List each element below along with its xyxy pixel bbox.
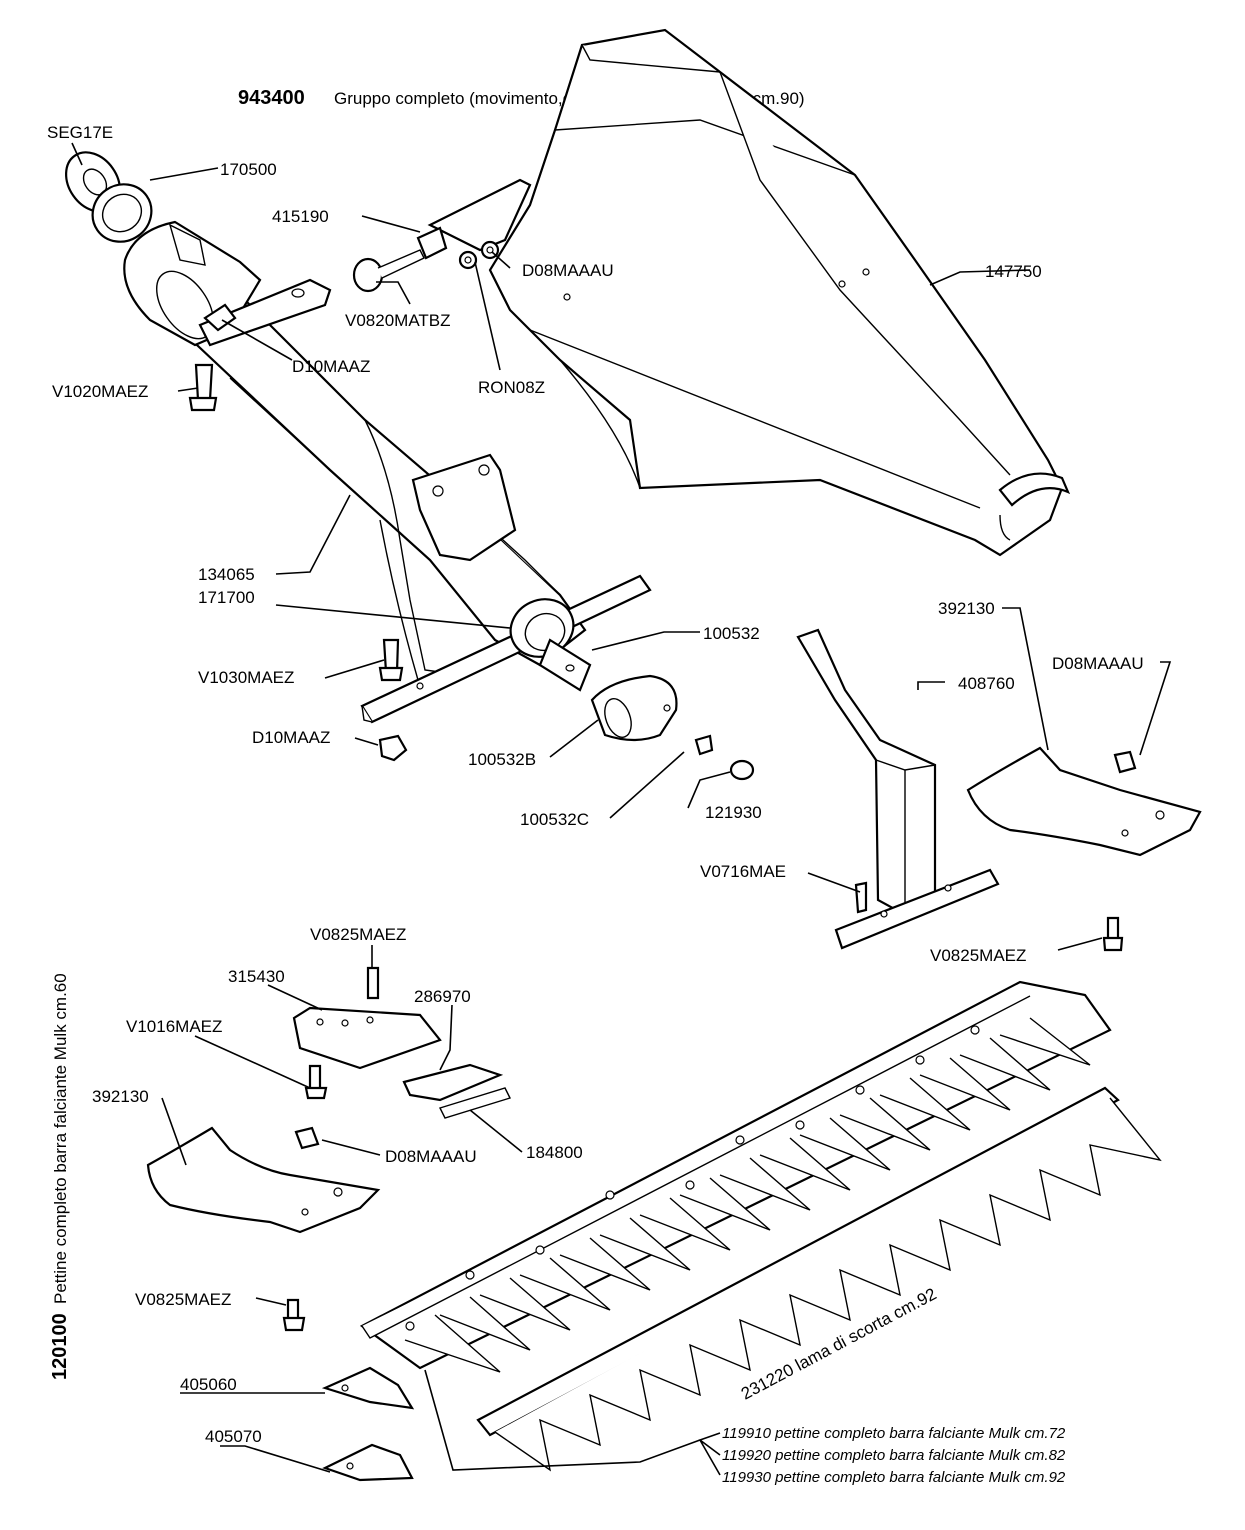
label-v0825maez-mid: V0825MAEZ bbox=[310, 925, 406, 944]
label-170500: 170500 bbox=[220, 160, 277, 179]
guard-405060-part bbox=[321, 1366, 415, 1410]
label-100532b: 100532B bbox=[468, 750, 536, 769]
comb-caption-82: 119920 pettine completo barra falciante … bbox=[722, 1447, 1066, 1464]
shoe-392130-left bbox=[146, 1126, 381, 1234]
nut-d08-left-part bbox=[294, 1126, 320, 1150]
label-d08maaau-left: D08MAAAU bbox=[385, 1147, 477, 1166]
nut-d10-bottom-part bbox=[378, 734, 408, 762]
bolt-v0825-left-part bbox=[282, 1298, 306, 1332]
bolt-v0825-mid-part bbox=[366, 966, 380, 1000]
label-v0820matbz: V0820MATBZ bbox=[345, 311, 451, 330]
label-405060: 405060 bbox=[180, 1375, 237, 1394]
label-100532: 100532 bbox=[703, 624, 760, 643]
plate-315430-part bbox=[292, 1006, 442, 1070]
bolt-v0716-part bbox=[854, 881, 868, 914]
label-v1020maez: V1020MAEZ bbox=[52, 382, 148, 401]
guard-405070-part bbox=[322, 1443, 414, 1482]
label-134065: 134065 bbox=[198, 565, 255, 584]
cap-100532b-part bbox=[590, 674, 678, 742]
label-ron08z: RON08Z bbox=[478, 378, 545, 397]
nut-d08-right-part bbox=[1113, 750, 1137, 774]
nut-d08-top-part bbox=[458, 240, 500, 270]
hood-cover-part bbox=[488, 28, 1071, 557]
output-shaft-part bbox=[509, 598, 592, 692]
bolt-v0825-right-part bbox=[1102, 916, 1124, 952]
label-286970: 286970 bbox=[414, 987, 471, 1006]
assembly-code: 943400 bbox=[238, 87, 305, 109]
label-d08maaau-right: D08MAAAU bbox=[1052, 654, 1144, 673]
side-caption: 120100 Pettine completo barra falciante … bbox=[49, 973, 71, 1380]
label-121930: 121930 bbox=[705, 803, 762, 822]
bolt-v0820-part bbox=[352, 226, 448, 293]
label-315430: 315430 bbox=[228, 967, 285, 986]
label-v0825maez-left: V0825MAEZ bbox=[135, 1290, 231, 1309]
label-408760: 408760 bbox=[958, 674, 1015, 693]
side-caption-text: Pettine completo barra falciante Mulk cm… bbox=[51, 973, 70, 1304]
leader-lines bbox=[71, 142, 1172, 1476]
nipple-100532c-part bbox=[694, 734, 714, 756]
label-405070: 405070 bbox=[205, 1427, 262, 1446]
bolt-v1030-part bbox=[378, 638, 404, 682]
label-d10maaz-bottom: D10MAAZ bbox=[252, 728, 330, 747]
label-v0825maez-right: V0825MAEZ bbox=[930, 946, 1026, 965]
label-v1030maez: V1030MAEZ bbox=[198, 668, 294, 687]
comb-captions: 119910 pettine completo barra falciante … bbox=[722, 1425, 1066, 1486]
label-184800: 184800 bbox=[526, 1143, 583, 1162]
bolt-v1016-part bbox=[304, 1064, 328, 1100]
label-392130-right: 392130 bbox=[938, 599, 995, 618]
lever-arm-part bbox=[198, 278, 332, 347]
label-seg17e: SEG17E bbox=[47, 123, 113, 142]
label-100532c: 100532C bbox=[520, 810, 589, 829]
comb-caption-72: 119910 pettine completo barra falciante … bbox=[722, 1425, 1066, 1442]
clip-286970-part bbox=[402, 1063, 511, 1119]
bearing-part bbox=[91, 183, 153, 243]
cutter-bar-comb bbox=[359, 980, 1112, 1373]
label-392130-left: 392130 bbox=[92, 1087, 149, 1106]
cap-121930-part bbox=[729, 759, 755, 781]
label-147750: 147750 bbox=[985, 262, 1042, 281]
side-caption-code: 120100 bbox=[49, 1313, 71, 1380]
label-415190: 415190 bbox=[272, 207, 329, 226]
tube-mounting-plate bbox=[411, 453, 517, 562]
label-d10maaz-top: D10MAAZ bbox=[292, 357, 370, 376]
head-bracket-part bbox=[796, 628, 1000, 950]
part-labels: SEG17E 170500 415190 D08MAAAU 147750 V08… bbox=[47, 123, 1144, 1446]
label-d08maaau-top: D08MAAAU bbox=[522, 261, 614, 280]
bolt-v1020-part bbox=[188, 363, 218, 412]
label-v1016maez: V1016MAEZ bbox=[126, 1017, 222, 1036]
label-171700: 171700 bbox=[198, 588, 255, 607]
label-v0716mae: V0716MAE bbox=[700, 862, 786, 881]
comb-caption-92: 119930 pettine completo barra falciante … bbox=[722, 1469, 1066, 1486]
shoe-392130-right bbox=[966, 746, 1202, 857]
